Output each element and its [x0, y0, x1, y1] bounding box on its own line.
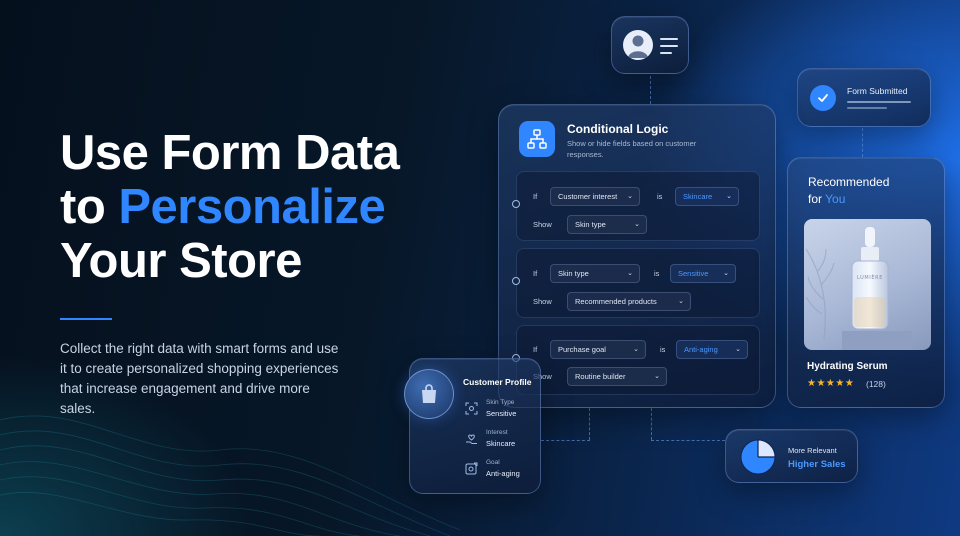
recommended-title-accent: You [825, 192, 846, 206]
relevant-line-2: Higher Sales [788, 459, 846, 470]
rule-show-label: Show [533, 297, 552, 306]
select-value: Skin type [558, 269, 589, 278]
rule-3-show-select[interactable]: Routine builder ⌄ [567, 367, 667, 386]
profile-key: Skin Type [486, 399, 515, 406]
chevron-down-icon: ⌄ [678, 298, 684, 305]
chevron-down-icon: ⌄ [723, 270, 729, 277]
recommended-card: Recommended for You LUMIÈRE [787, 157, 945, 408]
logic-rule-1: If Customer interest⌄ is Skincare⌄ Show … [512, 171, 760, 241]
rule-is-label: is [660, 345, 666, 354]
rule-is-label: is [654, 269, 660, 278]
product-name[interactable]: Hydrating Serum [807, 361, 888, 372]
conditional-logic-panel: Conditional Logic Show or hide fields ba… [498, 104, 776, 408]
rule-3-field-select[interactable]: Purchase goal ⌄ [550, 340, 646, 359]
heart-hand-icon [466, 434, 477, 444]
select-value: Skin type [575, 220, 606, 229]
rule-1-field-select[interactable]: Customer interest ⌄ [550, 187, 640, 206]
profile-value: Anti-aging [486, 469, 520, 478]
connector-user [650, 76, 651, 104]
title-line-2-prefix: to [60, 180, 119, 234]
target-icon [465, 462, 478, 475]
rule-3-value-select[interactable]: Anti-aging ⌄ [676, 340, 748, 359]
rule-node [512, 277, 520, 285]
select-value: Customer interest [558, 192, 618, 201]
chevron-down-icon: ⌄ [627, 270, 633, 277]
user-avatar-icon [623, 30, 653, 60]
hero-headline: Use Form Data to Personalize Your Store [60, 126, 440, 288]
profile-key: Interest [486, 429, 508, 436]
check-icon [810, 85, 836, 111]
form-submitted-card: Form Submitted [797, 68, 931, 127]
rule-if-label: If [533, 345, 538, 354]
rule-1-show-select[interactable]: Skin type ⌄ [567, 215, 647, 234]
user-detail-lines-icon [660, 38, 678, 59]
hero-description: Collect the right data with smart forms … [60, 341, 339, 416]
recommended-title-line-1: Recommended [808, 175, 890, 189]
rule-2-value-select[interactable]: Sensitive ⌄ [670, 264, 736, 283]
connector-relevant-v [651, 408, 652, 440]
product-image[interactable]: LUMIÈRE [804, 219, 931, 350]
rule-show-label: Show [533, 220, 552, 229]
chevron-down-icon: ⌄ [627, 193, 633, 200]
chevron-down-icon: ⌄ [726, 193, 732, 200]
rule-show-label: Show [533, 372, 552, 381]
form-submitted-label: Form Submitted [847, 86, 908, 96]
profile-title: Customer Profile [463, 377, 532, 387]
select-value: Anti-aging [684, 345, 718, 354]
chevron-down-icon: ⌄ [654, 373, 660, 380]
rule-node [512, 200, 520, 208]
title-line-3: Your Store [60, 234, 302, 288]
star-rating: ★★★★★ [807, 378, 855, 389]
recommended-title-line-2: for You [808, 192, 845, 206]
logic-rule-2: If Skin type ⌄ is Sensitive ⌄ Show Recomme… [512, 248, 760, 318]
chevron-down-icon: ⌄ [633, 346, 639, 353]
scan-icon [465, 402, 478, 415]
pie-chart-icon [740, 439, 776, 475]
recommended-title-prefix: for [808, 192, 826, 206]
select-value: Purchase goal [558, 345, 606, 354]
title-divider [60, 318, 112, 320]
profile-key: Goal [486, 459, 500, 466]
relevant-line-1: More Relevant [788, 446, 837, 455]
more-relevant-card: More Relevant Higher Sales [725, 429, 858, 483]
placeholder-line [847, 101, 911, 103]
title-accent: Personalize [118, 180, 386, 234]
flow-diagram-icon [519, 121, 555, 157]
connector-profile-v [589, 408, 590, 440]
logic-title: Conditional Logic [567, 122, 669, 136]
select-value: Sensitive [678, 269, 709, 278]
serum-bottle-illustration: LUMIÈRE [805, 227, 912, 350]
placeholder-line [847, 107, 887, 109]
select-value: Skincare [683, 192, 713, 201]
title-line-1: Use Form Data [60, 126, 400, 180]
select-value: Routine builder [575, 372, 626, 381]
bottle-brand-text: LUMIÈRE [857, 273, 883, 281]
rule-2-field-select[interactable]: Skin type ⌄ [550, 264, 640, 283]
rule-2-show-select[interactable]: Recommended products ⌄ [567, 292, 691, 311]
profile-value: Sensitive [486, 409, 517, 418]
shopping-bag-icon [404, 369, 454, 419]
rule-if-label: If [533, 192, 538, 201]
chevron-down-icon: ⌄ [735, 346, 741, 353]
rule-1-value-select[interactable]: Skincare ⌄ [675, 187, 739, 206]
connector-relevant-h [651, 440, 725, 441]
chevron-down-icon: ⌄ [634, 221, 640, 228]
rule-if-label: If [533, 269, 538, 278]
page-title: Use Form Data to Personalize Your Store [60, 126, 440, 288]
customer-profile-card: Customer Profile Skin Type Sensitive Int… [404, 358, 541, 494]
connector-profile-h [541, 440, 590, 441]
select-value: Recommended products [575, 297, 657, 306]
user-card [611, 16, 689, 74]
rule-is-label: is [657, 192, 663, 201]
connector-submitted [862, 128, 863, 157]
logic-subtitle: Show or hide fields based on customer re… [567, 139, 697, 159]
review-count: (128) [866, 379, 886, 389]
decorative-waves [0, 415, 460, 536]
profile-value: Skincare [486, 439, 516, 448]
logic-rule-3: If Purchase goal ⌄ is Anti-aging ⌄ Show Ro… [512, 325, 760, 395]
